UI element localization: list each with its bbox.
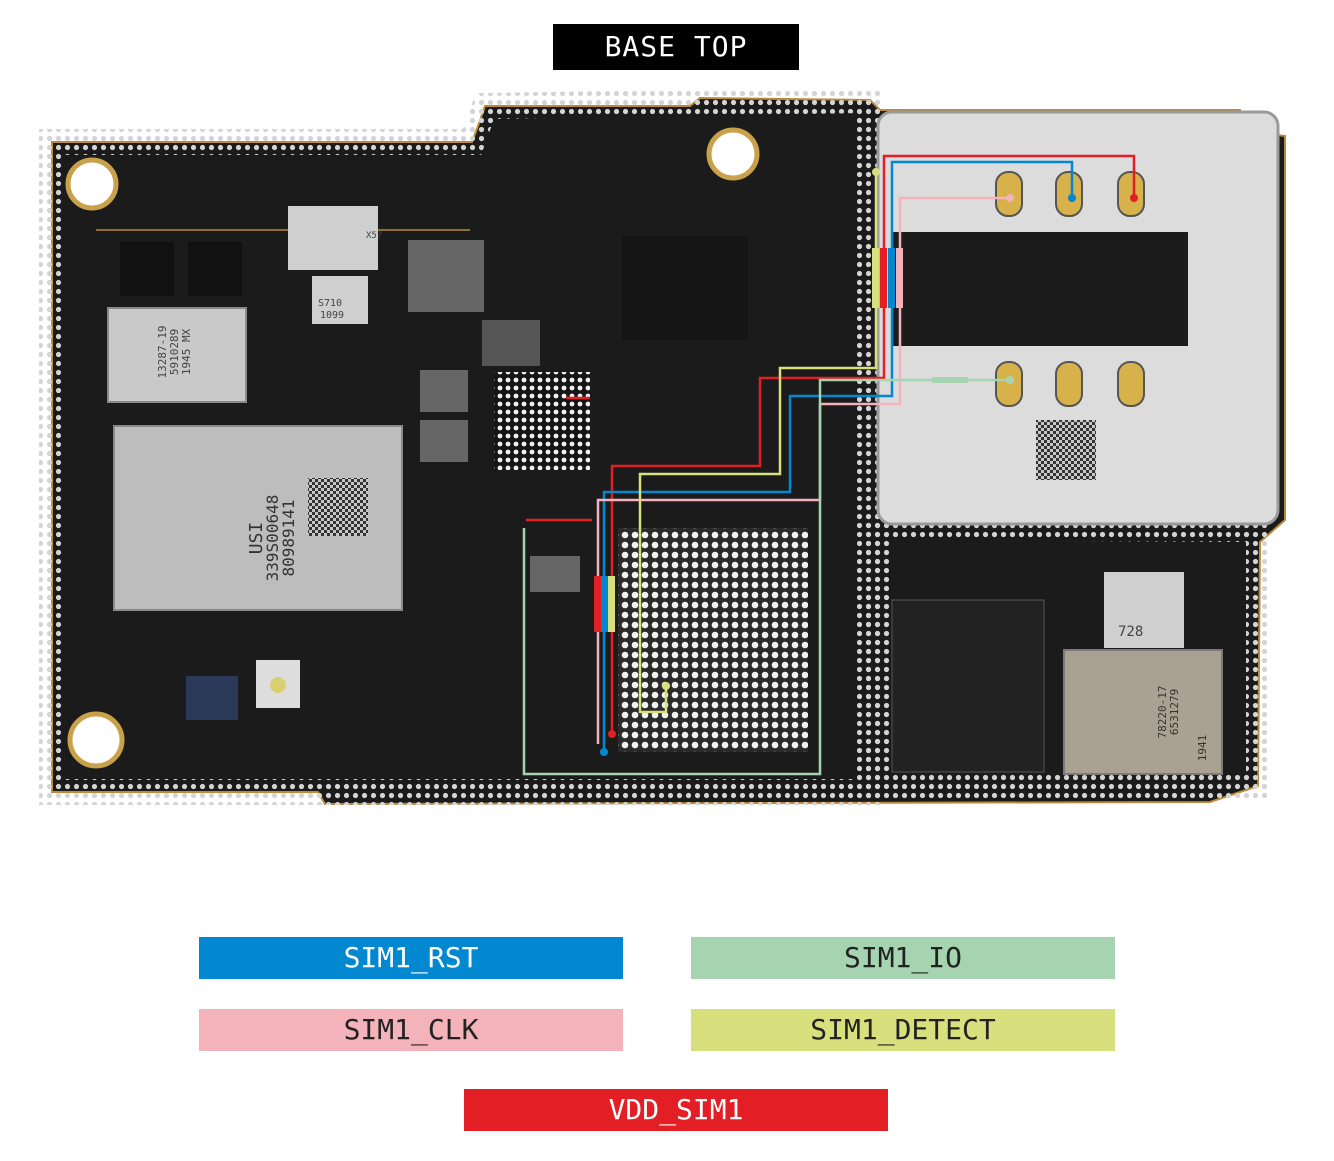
chip-b-label-3: 1941 [1196, 735, 1209, 762]
trace-sim1-io [522, 378, 1010, 776]
small-chip-label-a: X57 [366, 231, 382, 241]
legend-sim1-detect: SIM1_DETECT [691, 1009, 1115, 1051]
legend-vdd-sim1: VDD_SIM1 [464, 1089, 888, 1131]
mount-hole-top [706, 127, 760, 181]
chip-a-label-1: 13287-19 [156, 326, 169, 379]
small-chip-label-c: 1099 [320, 310, 344, 321]
small-chip-label-b: S710 [318, 298, 342, 309]
chip-a-label-3: 1945 MX [180, 328, 193, 375]
bga-upper [494, 372, 590, 470]
mount-hole-top-left [65, 157, 119, 211]
page-title: BASE TOP [553, 24, 799, 70]
trace-sim1-detect [638, 172, 878, 714]
chip-b-label-1: 78220-17 [1156, 686, 1169, 739]
chip-b-label-2: 6531279 [1168, 689, 1181, 735]
mount-hole-bottom-left [67, 711, 125, 769]
bga-main [618, 528, 808, 752]
small-chip-label-d: 728 [1118, 624, 1143, 640]
usi-label-2: 339S00648 [263, 495, 282, 582]
legend-sim1-io: SIM1_IO [691, 937, 1115, 979]
legend-sim1-clk: SIM1_CLK [199, 1009, 623, 1051]
usi-label-1: USI [246, 522, 267, 555]
trace-sim1-rst [602, 160, 1074, 752]
usi-label-3: 80989141 [279, 499, 298, 576]
chip-a-label-2: 5910289 [168, 329, 181, 375]
trace-vdd-sim1 [610, 154, 1136, 734]
chip-module-b [1063, 649, 1223, 775]
chip-module-a [107, 307, 247, 403]
pcb-board-diagram: USI 339S00648 80989141 13287-19 5910289 … [39, 86, 1286, 806]
legend-sim1-rst: SIM1_RST [199, 937, 623, 979]
